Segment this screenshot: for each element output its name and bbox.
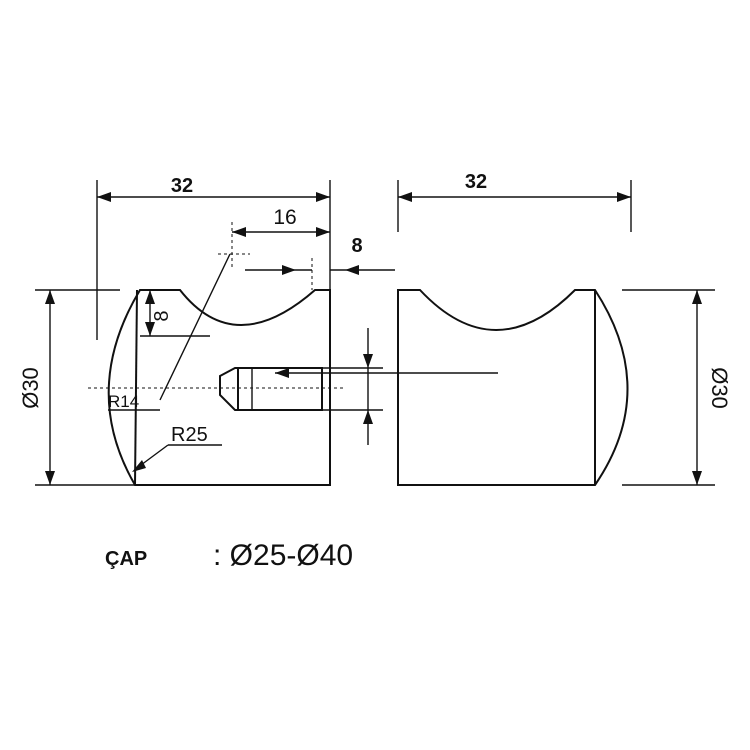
arrow-dia-right-b: [692, 471, 702, 485]
right-view: 32 Ø30: [397, 171, 732, 486]
arrow-8-a: [282, 265, 296, 275]
arrow-16-b: [316, 227, 330, 237]
threaded-pin: [219, 367, 323, 411]
arrow-pin-b: [363, 410, 373, 424]
dim-left-diameter: Ø30: [18, 367, 43, 409]
arrow-dia-left-b: [45, 471, 55, 485]
arrow-16-a: [232, 227, 246, 237]
right-part-outline: [397, 289, 629, 486]
arrow-dia-left-a: [45, 290, 55, 304]
arrow-pin-a: [363, 354, 373, 368]
dim-depth: 8: [151, 310, 173, 321]
dim-offset: 8: [351, 235, 362, 257]
leader-r14: [159, 253, 231, 401]
dim-right-diameter: Ø30: [707, 367, 732, 409]
arrow-left-32-a: [97, 192, 111, 202]
arrow-r25: [132, 460, 146, 472]
dim-left-width: 32: [171, 175, 193, 197]
arrow-right-32-b: [617, 192, 631, 202]
legend-value: : Ø25-Ø40: [213, 539, 353, 572]
arrow-8-b: [345, 265, 359, 275]
dim-inner-width: 16: [273, 206, 296, 229]
left-view: 32 16 8 8 R14 R25: [18, 175, 498, 486]
dim-radius-small: R14: [108, 392, 139, 411]
arrow-depth-b: [145, 322, 155, 336]
arrow-depth-a: [145, 290, 155, 304]
legend-label: ÇAP: [105, 548, 147, 570]
arrow-pin: [275, 368, 289, 378]
arrow-right-32-a: [398, 192, 412, 202]
arrow-left-32-b: [316, 192, 330, 202]
arrow-dia-right-a: [692, 290, 702, 304]
dim-right-width: 32: [465, 171, 487, 193]
dim-radius-large: R25: [171, 424, 208, 446]
